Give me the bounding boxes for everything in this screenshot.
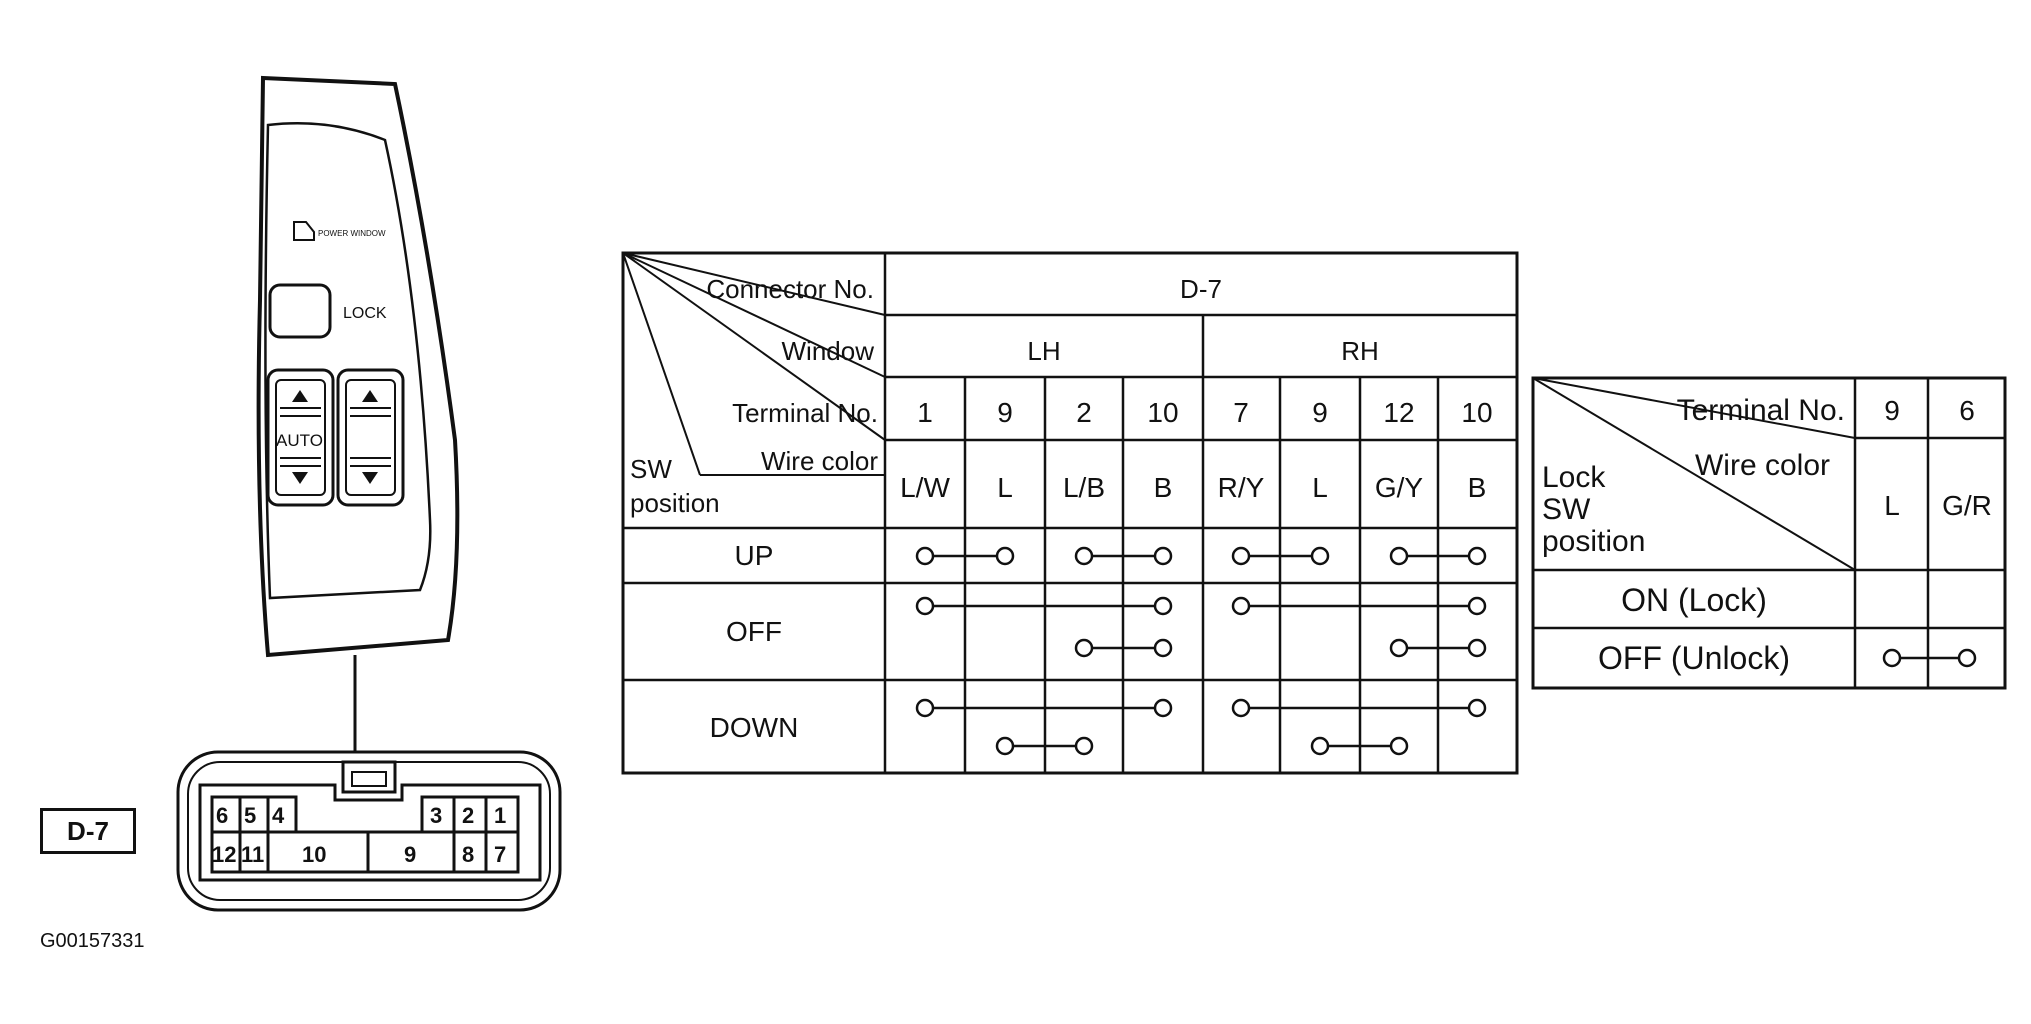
terminal-cell: 10 — [1461, 397, 1492, 428]
pin-label: 3 — [430, 803, 442, 828]
lock-wire-color-cell: L — [1884, 490, 1900, 521]
lh-down-arrow-icon — [292, 472, 308, 484]
lock-header-terminal: Terminal No. — [1677, 394, 1845, 427]
pin-label: 2 — [462, 803, 474, 828]
position-off: OFF — [726, 616, 782, 647]
lock-header-sw: SW — [1542, 493, 1591, 526]
header-connector: Connector No. — [706, 274, 874, 304]
power-window-label: POWER WINDOW — [318, 229, 386, 238]
lock-terminal-cell: 6 — [1959, 395, 1975, 426]
lock-header-position: position — [1542, 525, 1645, 558]
connector-value: D-7 — [1180, 274, 1222, 304]
header-wire-color: Wire color — [761, 446, 878, 476]
terminal-cell: 12 — [1383, 397, 1414, 428]
connector-tag: D-7 — [40, 808, 136, 854]
continuity-down — [915, 698, 1487, 756]
position-down: DOWN — [710, 712, 799, 743]
pin-label: 12 — [212, 842, 236, 867]
lock-header-lock: Lock — [1542, 461, 1606, 494]
wire-color-cell: R/Y — [1218, 472, 1265, 503]
auto-label: AUTO — [276, 431, 323, 450]
main-continuity-table: Connector No. Window Terminal No. Wire c… — [621, 251, 1519, 775]
header-window: Window — [782, 336, 875, 366]
terminal-cell: 9 — [1312, 397, 1328, 428]
pin-label: 4 — [272, 803, 285, 828]
pin-label: 8 — [462, 842, 474, 867]
header-sw: SW — [630, 454, 672, 484]
window-lh: LH — [1027, 336, 1060, 366]
wire-color-cell: L — [997, 472, 1013, 503]
switch-housing — [256, 75, 460, 658]
lh-window-switch[interactable] — [266, 368, 335, 507]
header-position: position — [630, 488, 720, 518]
lock-continuity-table: Terminal No. Wire color Lock SW position… — [1531, 376, 2007, 690]
pin-label: 5 — [244, 803, 256, 828]
wire-color-cell: L/W — [900, 472, 950, 503]
terminal-cell: 1 — [917, 397, 933, 428]
terminal-cell: 2 — [1076, 397, 1092, 428]
continuity-off — [915, 596, 1487, 658]
header-terminal: Terminal No. — [732, 398, 878, 428]
lock-position-on: ON (Lock) — [1621, 582, 1767, 618]
switch-inner-face — [264, 122, 432, 600]
pin-label: 7 — [494, 842, 506, 867]
switch-diagram: POWER WINDOW LOCK AUTO — [176, 75, 562, 912]
window-rh: RH — [1341, 336, 1379, 366]
pin-label: 10 — [302, 842, 326, 867]
lock-label: LOCK — [343, 305, 387, 322]
rh-up-arrow-icon — [362, 390, 378, 402]
lock-wire-color-cell: G/R — [1942, 490, 1992, 521]
wire-color-cell: G/Y — [1375, 472, 1424, 503]
continuity-up — [915, 546, 1487, 566]
lock-position-off: OFF (Unlock) — [1598, 640, 1790, 676]
lh-up-arrow-icon — [292, 390, 308, 402]
lock-terminal-cell: 9 — [1884, 395, 1900, 426]
pin-label: 11 — [241, 842, 264, 867]
reference-code: G00157331 — [40, 930, 145, 952]
wire-color-cell: L/B — [1063, 472, 1105, 503]
wire-color-cell: L — [1312, 472, 1328, 503]
position-up: UP — [735, 540, 774, 571]
power-window-icon — [293, 221, 315, 241]
pin-label: 6 — [216, 803, 228, 828]
terminal-cell: 10 — [1147, 397, 1178, 428]
rh-window-switch[interactable] — [336, 368, 405, 507]
terminal-cell: 7 — [1233, 397, 1249, 428]
lock-header-wire-color: Wire color — [1695, 449, 1830, 482]
pin-label: 9 — [404, 842, 416, 867]
wire-color-cell: B — [1468, 472, 1487, 503]
rh-down-arrow-icon — [362, 472, 378, 484]
lock-continuity-off — [1882, 648, 1977, 668]
lock-button[interactable] — [268, 283, 332, 339]
terminal-cell: 9 — [997, 397, 1013, 428]
pin-label: 1 — [494, 803, 506, 828]
wire-color-cell: B — [1154, 472, 1173, 503]
connector-d7 — [176, 750, 562, 912]
